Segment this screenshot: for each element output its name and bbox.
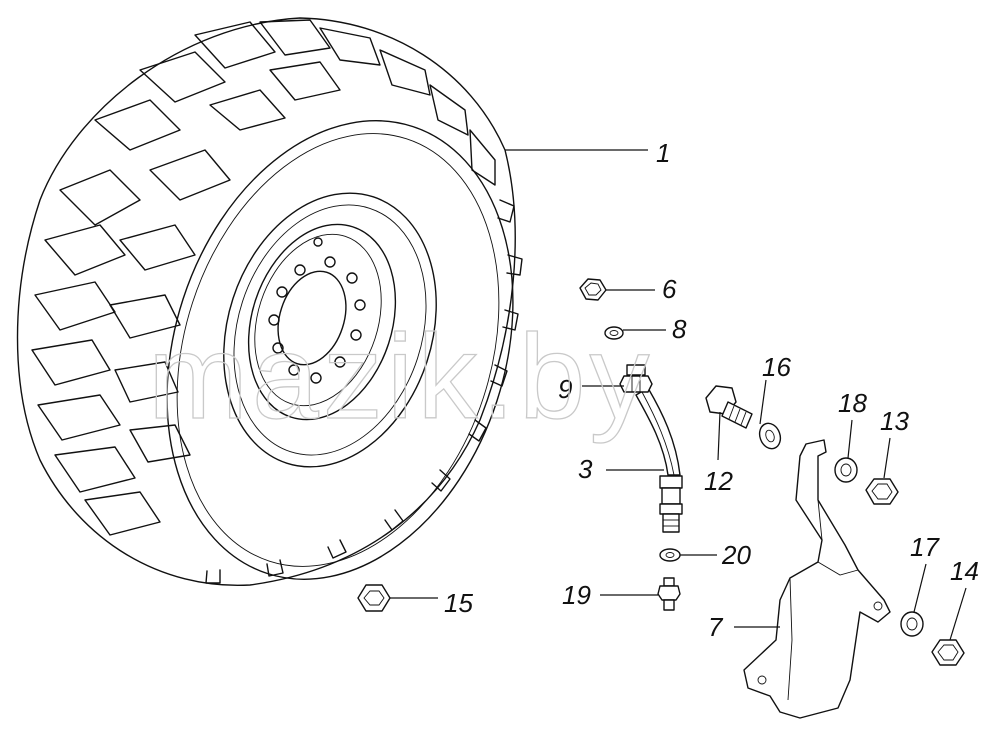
callout-13: 13 bbox=[880, 406, 909, 436]
callout-19: 19 bbox=[562, 580, 591, 610]
callout-14: 14 bbox=[950, 556, 979, 586]
tire-sidewall bbox=[166, 120, 514, 580]
part-nut-13 bbox=[865, 478, 899, 505]
callout-7: 7 bbox=[708, 612, 724, 642]
callout-8: 8 bbox=[672, 314, 687, 344]
callout-3: 3 bbox=[578, 454, 593, 484]
callout-9: 9 bbox=[558, 374, 572, 404]
callout-1: 1 bbox=[656, 138, 670, 168]
part-nut-15 bbox=[357, 584, 391, 612]
part-washer-20 bbox=[659, 548, 681, 562]
part-washer-18 bbox=[834, 457, 858, 483]
part-washer-17 bbox=[900, 611, 924, 637]
tire-outline bbox=[16, 17, 516, 587]
callout-6: 6 bbox=[662, 274, 677, 304]
tire-edge-lugs bbox=[205, 199, 523, 584]
wheel-stud-holes bbox=[268, 237, 366, 384]
callout-16: 16 bbox=[762, 352, 791, 382]
wheel-assembly bbox=[16, 17, 523, 587]
part-fitting-9 bbox=[619, 364, 653, 393]
part-washer-16 bbox=[758, 422, 782, 450]
part-hose-3 bbox=[635, 387, 683, 533]
callout-12: 12 bbox=[704, 466, 733, 496]
part-washer-8 bbox=[604, 326, 624, 340]
callout-17: 17 bbox=[910, 532, 940, 562]
callout-15: 15 bbox=[444, 588, 473, 618]
part-valve-19 bbox=[657, 577, 681, 611]
leader-lines bbox=[390, 149, 967, 641]
callout-20: 20 bbox=[721, 540, 751, 570]
part-nut-6 bbox=[579, 278, 607, 301]
tire-tread bbox=[31, 19, 496, 536]
part-nut-14 bbox=[931, 639, 965, 666]
part-bolt-12 bbox=[705, 385, 753, 429]
wheel-hub-hole bbox=[277, 270, 347, 366]
callouts: 1 6 8 9 16 18 13 3 12 20 17 14 15 19 7 bbox=[444, 138, 979, 642]
callout-18: 18 bbox=[838, 388, 867, 418]
wheel-rim-outer bbox=[223, 192, 437, 468]
part-bracket-7 bbox=[743, 439, 891, 719]
wheel-disc bbox=[247, 223, 397, 421]
watermark: mazik.by bbox=[148, 310, 653, 444]
